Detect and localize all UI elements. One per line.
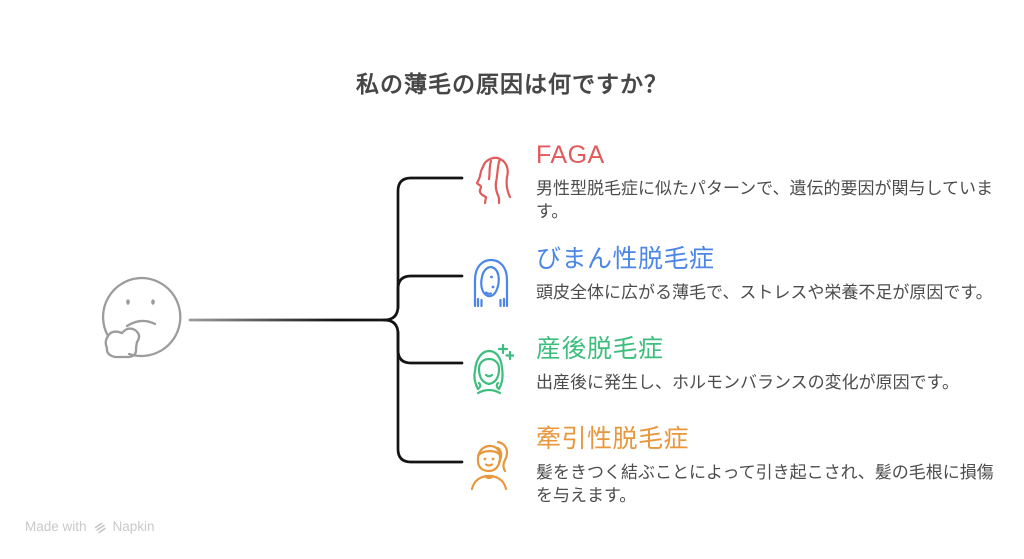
node-postpartum: 産後脱毛症 出産後に発生し、ホルモンバランスの変化が原因です。 xyxy=(468,334,1002,396)
node-description: 男性型脱毛症に似たパターンで、遺伝的要因が関与しています。 xyxy=(536,179,993,221)
node-faga: FAGA 男性型脱毛症に似たパターンで、遺伝的要因が関与しています。 xyxy=(468,140,1002,223)
woman-long-hair-icon xyxy=(468,255,514,309)
node-label: びまん性脱毛症 xyxy=(536,245,715,273)
node-label: 産後脱毛症 xyxy=(536,335,664,363)
napkin-logo-icon xyxy=(93,520,107,534)
node-description: 頭皮全体に広がる薄毛で、ストレスや栄養不足が原因です。 xyxy=(536,283,993,302)
made-with-label: Made with xyxy=(25,519,87,534)
woman-ponytail-icon xyxy=(468,437,514,493)
woman-profile-icon xyxy=(468,152,514,206)
node-description: 髪をきつく結ぶことによって引き起こされ、髪の毛根に損傷を与えます。 xyxy=(536,463,994,505)
page-title: 私の薄毛の原因は何ですか？ xyxy=(356,71,668,98)
napkin-attribution-link[interactable]: Made with Napkin xyxy=(25,519,155,534)
woman-sparkle-icon xyxy=(468,342,514,396)
node-traction: 牽引性脱毛症 髪をきつく結ぶことによって引き起こされ、髪の毛根に損傷を与えます。 xyxy=(468,424,1002,507)
node-diffuse: びまん性脱毛症 頭皮全体に広がる薄毛で、ストレスや栄養不足が原因です。 xyxy=(468,244,1002,309)
brand-label: Napkin xyxy=(112,519,155,534)
node-label: FAGA xyxy=(536,141,605,169)
node-description: 出産後に発生し、ホルモンバランスの変化が原因です。 xyxy=(536,373,959,392)
node-label: 牽引性脱毛症 xyxy=(536,425,690,453)
thinking-face-icon xyxy=(101,276,182,359)
branch-lines xyxy=(382,176,464,464)
